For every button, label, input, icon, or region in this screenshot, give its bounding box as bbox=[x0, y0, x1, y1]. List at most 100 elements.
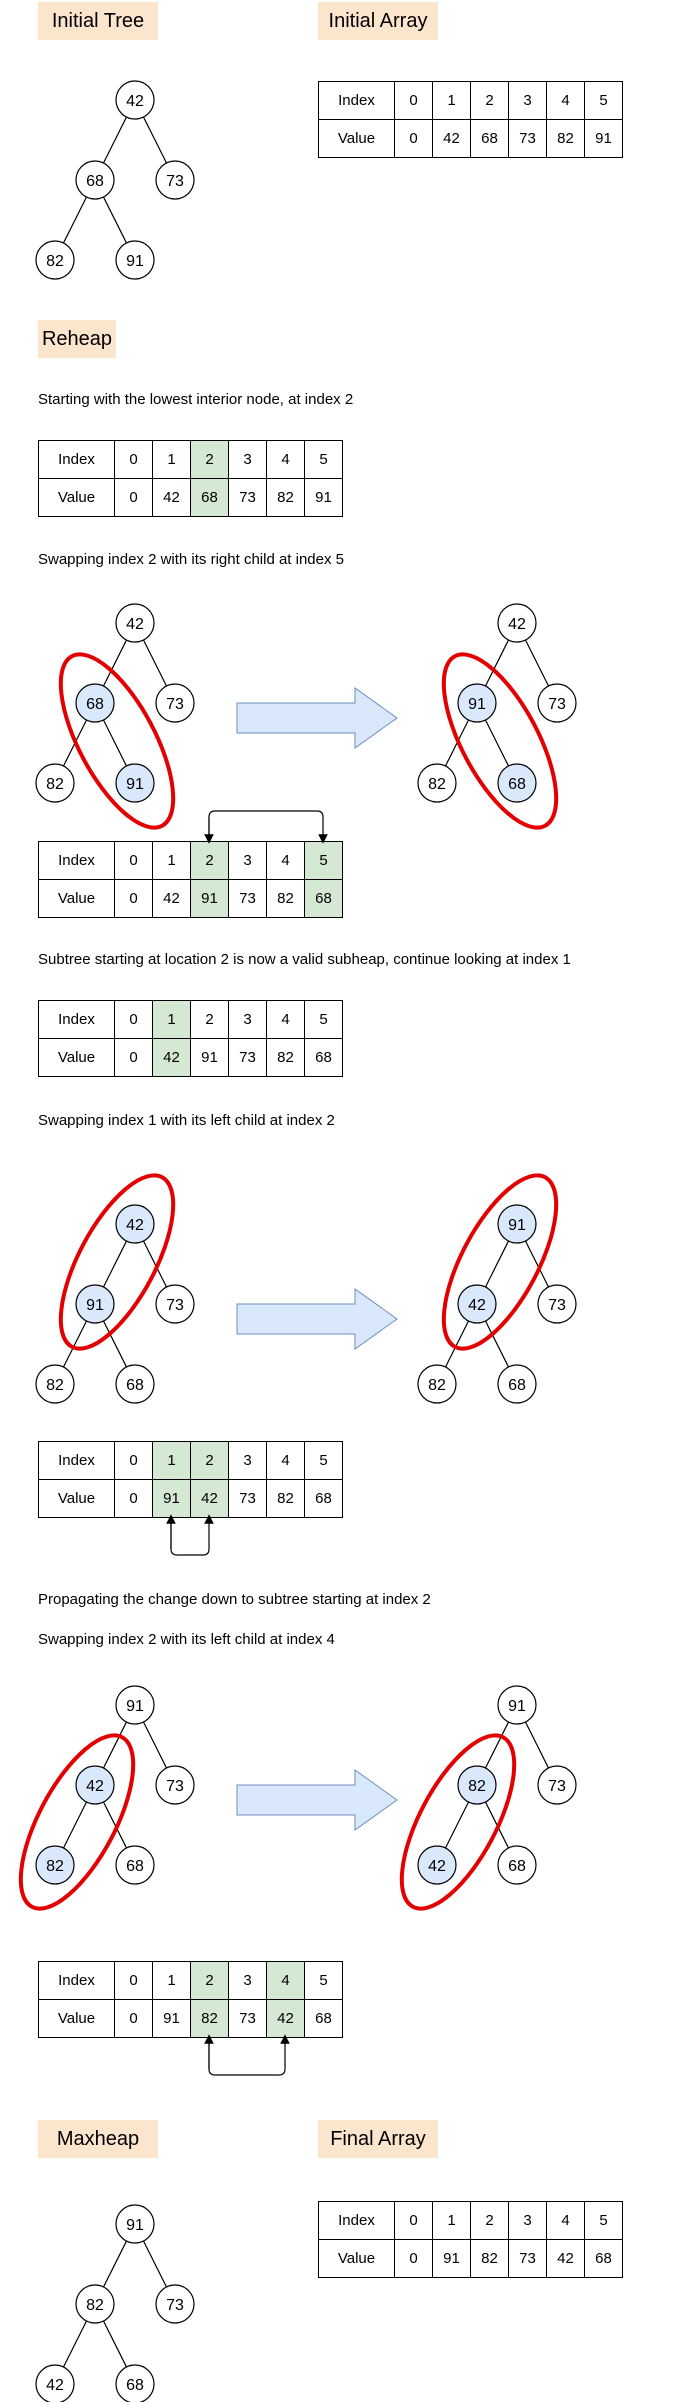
index-cell: 5 bbox=[304, 1961, 343, 2000]
tree-node-label: 82 bbox=[46, 1858, 64, 1875]
value-cell: 42 bbox=[190, 1479, 229, 1518]
value-label: Value bbox=[38, 1999, 115, 2038]
tree-node-label: 82 bbox=[468, 1778, 486, 1795]
index-cell: 0 bbox=[394, 81, 433, 120]
tree-node-label: 91 bbox=[126, 1698, 144, 1715]
index-cell: 2 bbox=[470, 2201, 509, 2240]
index-cell: 1 bbox=[152, 841, 191, 880]
header-maxheap: Maxheap bbox=[38, 2120, 158, 2158]
tree-node bbox=[155, 160, 195, 200]
index-cell: 0 bbox=[394, 2201, 433, 2240]
index-label: Index bbox=[38, 841, 115, 880]
value-cell: 91 bbox=[304, 478, 343, 517]
tree-node-label: 42 bbox=[126, 1217, 144, 1234]
index-cell: 5 bbox=[304, 1000, 343, 1039]
value-cell: 42 bbox=[152, 1038, 191, 1077]
tree-node-label: 68 bbox=[86, 696, 104, 713]
tree-node-label: 91 bbox=[508, 1698, 526, 1715]
tree-node-label: 91 bbox=[86, 1297, 104, 1314]
value-cell: 68 bbox=[190, 478, 229, 517]
tree-node-label: 73 bbox=[548, 1297, 566, 1314]
tree-node bbox=[457, 683, 497, 723]
tree-node bbox=[75, 160, 115, 200]
caption-step6: Swapping index 2 with its left child at … bbox=[38, 1631, 335, 1648]
tree-node bbox=[155, 1284, 195, 1324]
swap-ellipse bbox=[58, 1173, 176, 1351]
tree-node-label: 91 bbox=[126, 776, 144, 793]
value-cell: 82 bbox=[190, 1999, 229, 2038]
caption-step2: Swapping index 2 with its right child at… bbox=[38, 551, 345, 568]
index-cell: 0 bbox=[114, 440, 153, 479]
value-cell: 82 bbox=[266, 1479, 305, 1518]
tree-node bbox=[115, 80, 155, 120]
tree-node-label: 42 bbox=[46, 2377, 64, 2394]
tree-node bbox=[417, 763, 457, 803]
tree-node bbox=[497, 763, 537, 803]
index-cell: 5 bbox=[584, 81, 623, 120]
value-cell: 68 bbox=[584, 2239, 623, 2278]
tree-node bbox=[417, 1845, 457, 1885]
index-cell: 4 bbox=[546, 81, 585, 120]
tree-node bbox=[497, 1364, 537, 1404]
tree-node bbox=[115, 1845, 155, 1885]
tree-node-label: 42 bbox=[508, 616, 526, 633]
index-cell: 5 bbox=[304, 841, 343, 880]
value-cell: 82 bbox=[266, 1038, 305, 1077]
swap-ellipse bbox=[441, 652, 559, 830]
tree-node-label: 68 bbox=[86, 173, 104, 190]
index-cell: 4 bbox=[266, 1441, 305, 1480]
tree-node bbox=[537, 1284, 577, 1324]
tree-node bbox=[35, 1845, 75, 1885]
tree-node-label: 42 bbox=[126, 616, 144, 633]
value-label: Value bbox=[318, 2239, 395, 2278]
tree-node bbox=[115, 763, 155, 803]
swap-connector bbox=[170, 1514, 214, 1556]
tree-node-label: 91 bbox=[126, 253, 144, 270]
tree-node bbox=[35, 240, 75, 280]
tree-node bbox=[35, 1364, 75, 1404]
tree-node-label: 68 bbox=[508, 1377, 526, 1394]
tree-node bbox=[75, 1765, 115, 1805]
transition-arrow bbox=[236, 1769, 398, 1831]
tree-node-label: 73 bbox=[548, 696, 566, 713]
tree-node bbox=[115, 240, 155, 280]
tree-node-label: 82 bbox=[428, 776, 446, 793]
index-cell: 2 bbox=[190, 841, 229, 880]
tree-node-label: 73 bbox=[166, 173, 184, 190]
value-label: Value bbox=[38, 478, 115, 517]
index-cell: 3 bbox=[508, 81, 547, 120]
caption-step5: Propagating the change down to subtree s… bbox=[38, 1591, 431, 1608]
tree-node bbox=[537, 1765, 577, 1805]
index-cell: 3 bbox=[228, 1000, 267, 1039]
index-cell: 4 bbox=[546, 2201, 585, 2240]
value-cell: 42 bbox=[546, 2239, 585, 2278]
index-label: Index bbox=[318, 81, 395, 120]
tree-node-label: 42 bbox=[428, 1858, 446, 1875]
value-cell: 73 bbox=[228, 1038, 267, 1077]
index-label: Index bbox=[38, 1961, 115, 2000]
swap-ellipse bbox=[441, 1173, 559, 1351]
index-label: Index bbox=[318, 2201, 395, 2240]
index-cell: 2 bbox=[190, 440, 229, 479]
index-cell: 5 bbox=[584, 2201, 623, 2240]
value-cell: 82 bbox=[266, 478, 305, 517]
index-cell: 2 bbox=[190, 1961, 229, 2000]
tree-node bbox=[115, 2364, 155, 2402]
index-cell: 2 bbox=[190, 1441, 229, 1480]
tree-node bbox=[35, 763, 75, 803]
swap-connector bbox=[208, 810, 328, 844]
index-cell: 3 bbox=[228, 841, 267, 880]
value-cell: 73 bbox=[228, 1999, 267, 2038]
value-cell: 0 bbox=[114, 879, 153, 918]
tree-node-label: 82 bbox=[86, 2297, 104, 2314]
tree-node bbox=[115, 1364, 155, 1404]
tree-node bbox=[75, 1284, 115, 1324]
tree-node bbox=[155, 1765, 195, 1805]
